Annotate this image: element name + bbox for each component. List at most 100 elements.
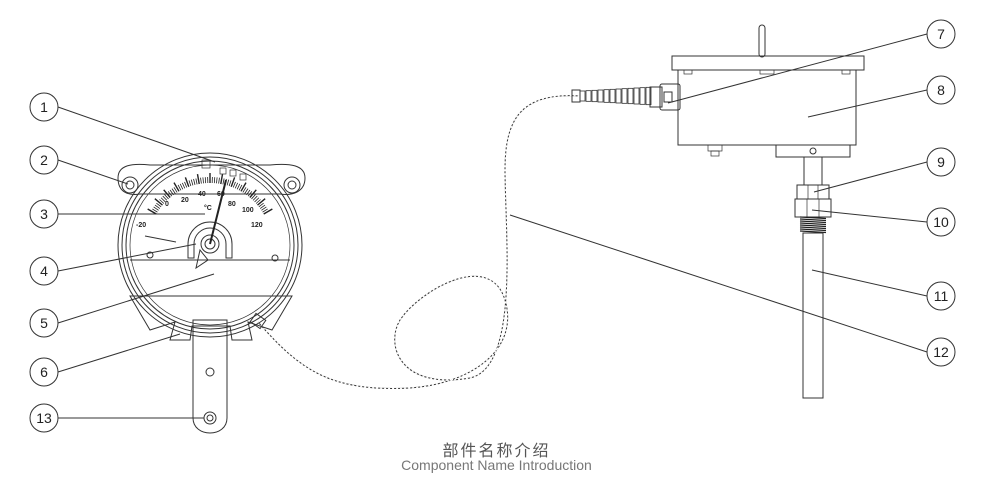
thread-line xyxy=(799,216,827,220)
scale-label: 20 xyxy=(181,197,189,204)
svg-text:6: 6 xyxy=(40,364,48,380)
scale-tick xyxy=(262,208,268,213)
mounting-ears xyxy=(117,163,306,195)
sensor-rod xyxy=(802,232,824,399)
svg-text:7: 7 xyxy=(937,26,945,42)
thread-line xyxy=(799,220,827,224)
scale-tick xyxy=(152,208,158,213)
gland-segment xyxy=(627,87,634,105)
scale-tick xyxy=(216,177,218,184)
cable-connector xyxy=(249,312,267,330)
scale-tick xyxy=(190,179,194,186)
gland-segment xyxy=(609,88,616,104)
scale-tick xyxy=(232,181,236,188)
scale-label: 80 xyxy=(228,201,236,208)
scale-tick xyxy=(251,194,256,200)
scale-tick xyxy=(244,188,249,194)
pointer-tail xyxy=(195,248,209,270)
bottom-bracket xyxy=(192,319,228,434)
scale-tick xyxy=(167,191,173,197)
scale-tick xyxy=(181,182,186,189)
callouts: 1 2 3 4 5 6 13 7 8 9 10 11 12 xyxy=(29,19,956,433)
unit-label: °C xyxy=(204,204,212,212)
scale-tick xyxy=(177,184,182,191)
thread-line xyxy=(799,222,827,226)
gland-segment xyxy=(579,90,586,102)
callout-8: 8 xyxy=(926,75,956,105)
housing-body xyxy=(677,69,857,146)
scale-tick xyxy=(238,184,243,191)
svg-text:3: 3 xyxy=(40,206,48,222)
callout-10: 10 xyxy=(926,207,956,237)
scale-tick xyxy=(236,183,241,190)
scale-tick xyxy=(200,177,202,184)
gland-nut xyxy=(659,83,681,111)
svg-text:8: 8 xyxy=(937,82,945,98)
thread-line xyxy=(799,224,827,228)
scale-tick xyxy=(226,179,230,186)
scale-tick xyxy=(173,187,178,193)
scale-tick xyxy=(195,178,198,185)
scale-tick xyxy=(234,182,239,189)
gland-segment xyxy=(615,88,622,104)
svg-text:2: 2 xyxy=(40,152,48,168)
scale-tick xyxy=(202,177,204,184)
scale-tick xyxy=(153,206,159,211)
gland-segment xyxy=(603,89,610,103)
probe-nut xyxy=(796,184,830,200)
svg-text:5: 5 xyxy=(40,315,48,331)
callout-9: 9 xyxy=(926,147,956,177)
scale-tick xyxy=(263,208,273,215)
callout-11: 11 xyxy=(926,281,956,311)
scale-tick xyxy=(259,204,266,209)
thread-line xyxy=(799,230,827,234)
thread-line xyxy=(799,218,827,222)
scale-tick xyxy=(156,202,162,208)
scale-tick xyxy=(246,189,251,196)
scale-tick xyxy=(255,199,261,204)
cable-gland xyxy=(579,86,652,106)
scale-label: 0 xyxy=(165,201,169,208)
gland-segment xyxy=(639,87,646,105)
scale-tick xyxy=(254,197,260,203)
probe-fitting xyxy=(794,198,832,218)
scale-tick xyxy=(171,188,176,194)
callout-6: 6 xyxy=(29,357,59,387)
callout-7: 7 xyxy=(926,19,956,49)
scale-tick xyxy=(154,198,163,206)
gland-segment xyxy=(621,88,628,104)
probe-assembly xyxy=(571,24,865,399)
scale-tick xyxy=(160,197,166,203)
scale-tick xyxy=(222,178,225,185)
callout-1: 1 xyxy=(29,92,59,122)
scale-label: -20 xyxy=(136,222,146,229)
scale-tick xyxy=(159,199,165,204)
scale-tick xyxy=(247,191,253,197)
scale-tick xyxy=(163,189,171,198)
scale-tick xyxy=(261,206,267,211)
callout-13: 13 xyxy=(29,403,59,433)
scale-tick xyxy=(249,189,257,198)
thermometer-gauge: -20 0 20 40 60 80 100 120 °C xyxy=(117,152,306,434)
scale-tick xyxy=(242,187,247,193)
callout-5: 5 xyxy=(29,308,59,338)
scale-tick xyxy=(147,208,157,215)
scale-tick xyxy=(258,202,264,208)
gland-segment xyxy=(585,90,592,102)
scale-label: 60 xyxy=(217,191,225,198)
setpoint-markers xyxy=(201,159,247,181)
bottom-tabs xyxy=(129,295,293,341)
caption-title-en: Component Name Introduction xyxy=(401,457,592,473)
scale-tick xyxy=(230,177,236,187)
scale-tick xyxy=(179,183,184,190)
callout-2: 2 xyxy=(29,145,59,175)
scale-tick xyxy=(257,198,266,206)
scale-tick xyxy=(164,194,169,200)
scale-tick xyxy=(240,182,247,192)
gland-segment xyxy=(591,89,598,103)
gland-segment xyxy=(633,87,640,105)
scale-tick xyxy=(184,181,188,188)
pointer-needle xyxy=(209,179,227,245)
svg-text:1: 1 xyxy=(40,99,48,115)
